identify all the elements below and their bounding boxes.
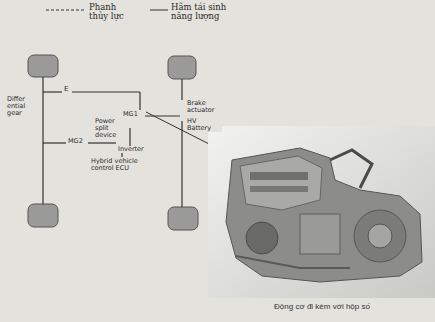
brake-label: Phanh thủy lực xyxy=(88,3,134,21)
inverter-label: Inverter xyxy=(117,146,145,153)
engine-photo xyxy=(208,126,435,298)
dash-mark xyxy=(46,10,84,11)
wheel xyxy=(168,207,198,230)
drivetrain-lines xyxy=(43,77,182,207)
dash-mark xyxy=(150,10,168,11)
device-label: Power split device xyxy=(94,118,128,138)
wheel xyxy=(168,56,196,79)
wheel xyxy=(28,204,58,227)
photo-caption: Động cơ đi kèm với hộp số xyxy=(272,302,372,311)
gear-label: Differ ential gear xyxy=(6,96,38,116)
ecu-label: Hybrid vehicle control ECU xyxy=(90,158,154,172)
motor-label: MG1 xyxy=(122,111,139,118)
battery-label: HV Battery xyxy=(186,118,222,132)
engine-label: E xyxy=(63,86,69,93)
motor-label: MG2 xyxy=(67,138,84,145)
regen-label: Hãm tái sinh năng lượng xyxy=(170,3,234,21)
actuator-label: Brake actuator xyxy=(186,100,226,114)
wheel xyxy=(28,55,58,77)
